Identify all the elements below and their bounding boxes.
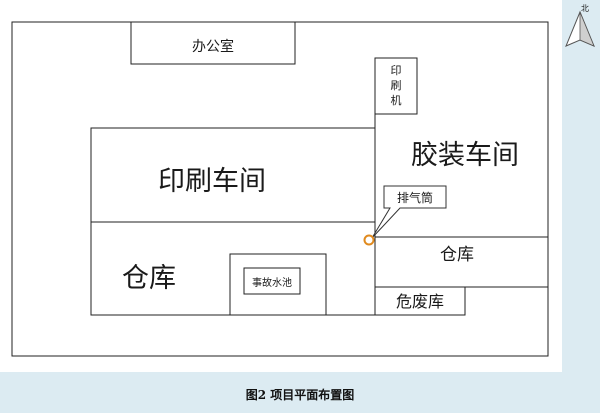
binding-workshop-label: 胶装车间	[411, 140, 519, 171]
exhaust-stack-callout	[371, 185, 447, 239]
emergency-pool-inner	[243, 267, 301, 295]
office-label: 办公室	[192, 38, 234, 55]
exhaust-stack-label: 排气筒	[397, 190, 433, 205]
printing-workshop-label: 印刷车间	[158, 166, 266, 197]
site-boundary	[11, 21, 549, 357]
paper-area	[0, 0, 562, 372]
hazardous-waste-room	[374, 286, 466, 316]
printing-machine-label-1: 印	[391, 64, 402, 77]
north-arrow-icon: 北	[565, 4, 595, 47]
warehouse-left-label: 仓库	[122, 263, 176, 294]
north-label: 北	[581, 4, 589, 13]
hazardous-waste-label: 危废库	[396, 292, 444, 311]
printing-machine-label-3: 机	[391, 93, 402, 107]
emergency-pool-room	[229, 253, 327, 316]
figure-caption: 图2 项目平面布置图	[245, 388, 355, 402]
office-room	[130, 21, 296, 65]
printing-machine-label-2: 刷	[391, 79, 402, 92]
exhaust-stack-marker	[363, 234, 375, 246]
emergency-pool-label: 事故水池	[252, 276, 292, 289]
warehouse-right-label: 仓库	[440, 245, 474, 265]
